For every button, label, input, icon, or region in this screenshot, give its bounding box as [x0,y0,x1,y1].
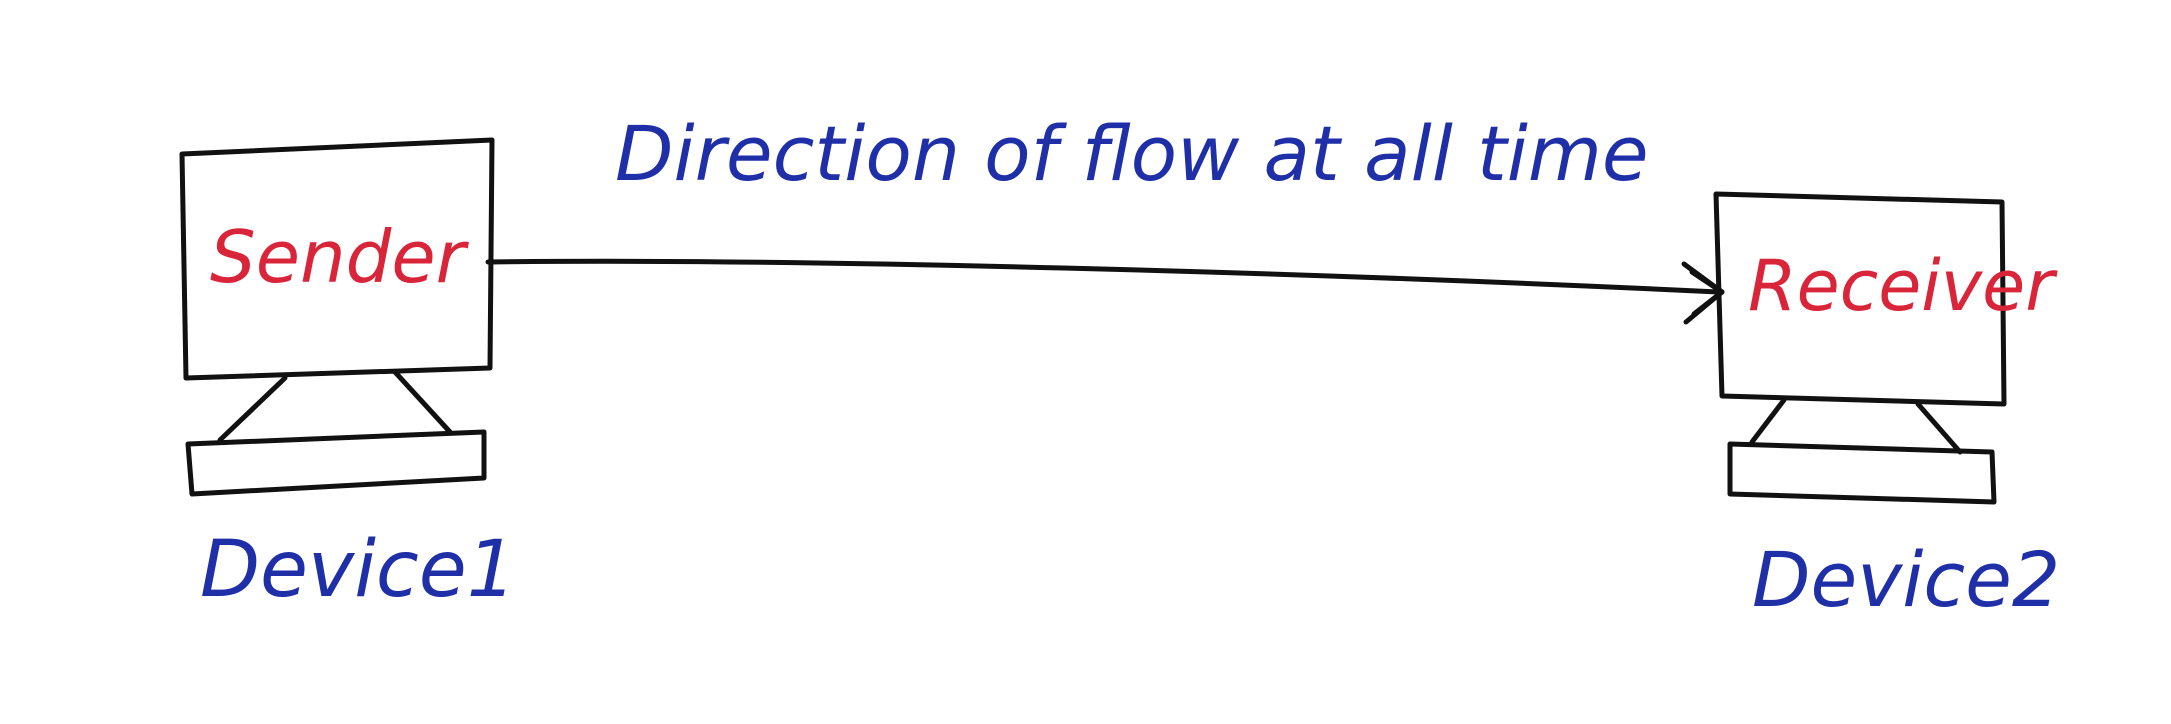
flow-arrow-line [485,258,1721,295]
device-1-stand-left [217,375,288,443]
device-1-caption: Device1 [200,525,516,615]
device-1-label: Sender [210,215,470,299]
device-2-base [1727,441,1997,505]
flow-arrow [485,258,1725,325]
device-2-caption: Device2 [1752,535,2060,624]
device-2-label: Receiver [1748,245,2058,327]
device-2-stand-left [1749,397,1787,445]
diagram-title: Direction of flow at all time [615,109,1649,198]
flow-arrow-head-inner [1689,269,1725,317]
device-1-screen [179,137,495,381]
device-2: Receiver Device2 [1713,191,2060,624]
device-1: Sender Device1 [179,137,516,615]
device-2-stand-right [1915,401,1963,455]
device-1-base [185,429,487,497]
device-2-screen [1713,191,2007,407]
device-1-stand-right [392,369,453,435]
